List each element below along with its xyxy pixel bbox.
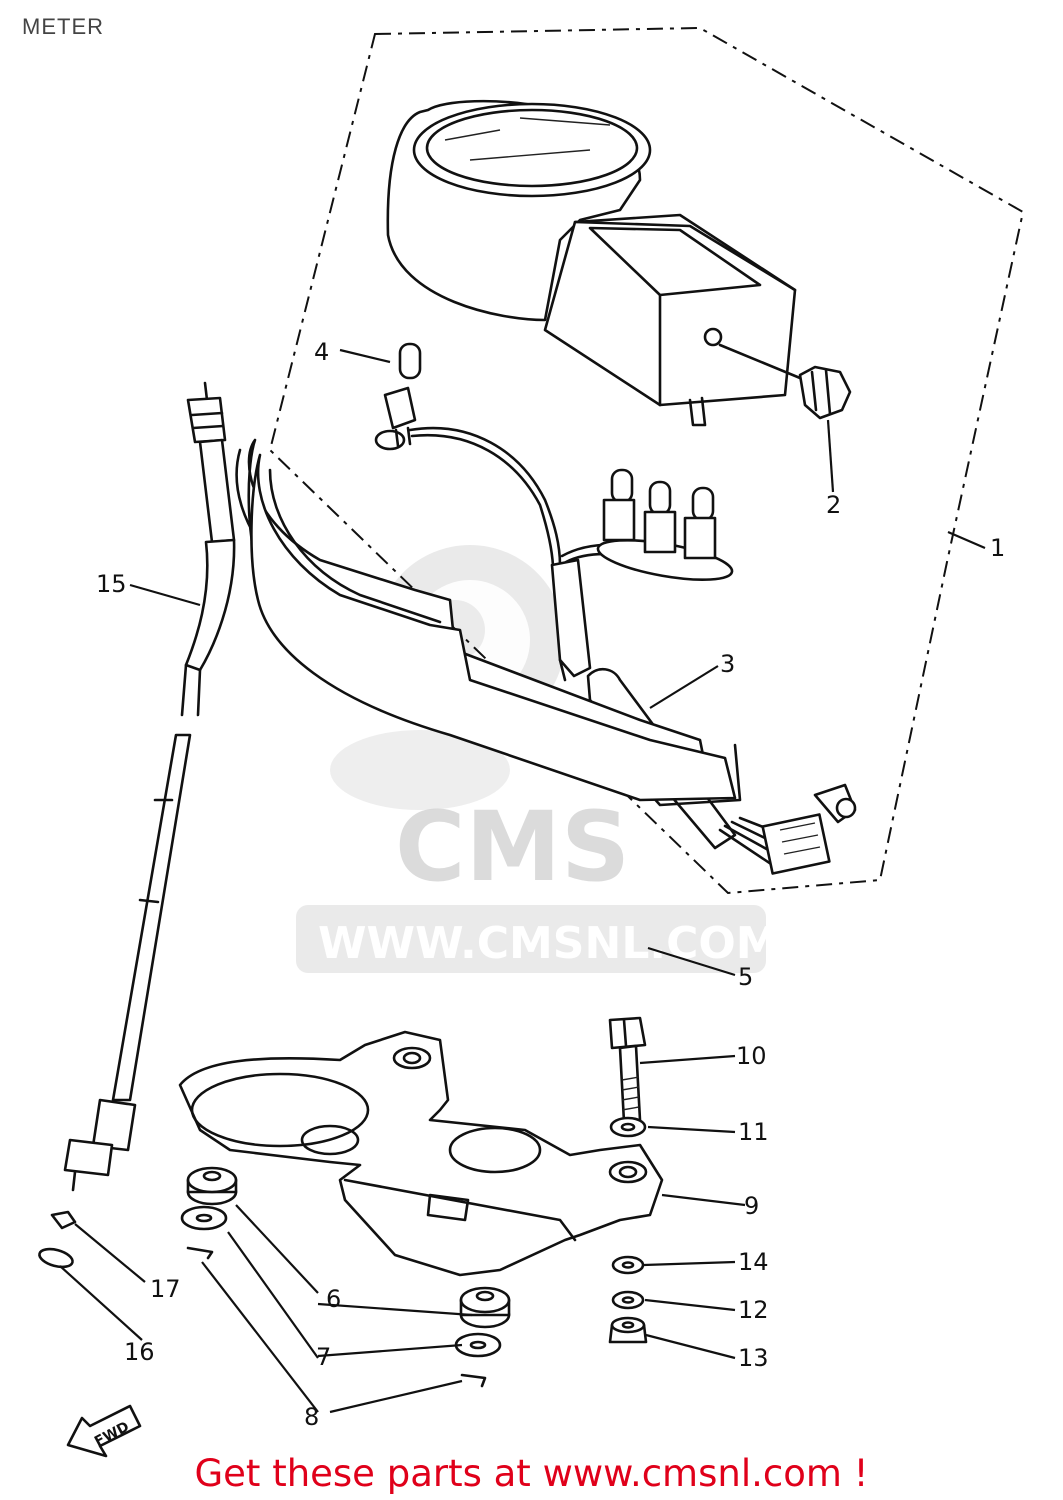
circlip <box>38 1247 74 1269</box>
callout-1: 1 <box>990 534 1005 562</box>
callout-3: 3 <box>720 650 735 678</box>
washer-12 <box>611 1290 645 1310</box>
callout-17: 17 <box>150 1275 181 1303</box>
meter-housing <box>386 99 797 427</box>
forward-arrow: FWD <box>66 1404 142 1458</box>
washer-11 <box>609 1116 647 1138</box>
callout-14: 14 <box>738 1248 769 1276</box>
mounting-bolt <box>608 1016 647 1124</box>
washer-14 <box>611 1255 645 1275</box>
callout-8: 8 <box>304 1403 319 1431</box>
watermark-url: WWW.CMSNL.COM <box>318 918 780 969</box>
washer-7-upper <box>180 1205 228 1231</box>
indicator-bulb <box>374 342 422 451</box>
reset-knob <box>718 343 852 420</box>
callout-9: 9 <box>744 1192 759 1220</box>
pin-8-upper <box>186 1246 214 1260</box>
assembly-boundary <box>268 26 1025 895</box>
pin-8-lower <box>460 1373 487 1388</box>
callout-4: 4 <box>314 338 329 366</box>
footer-link[interactable]: Get these parts at www.cmsnl.com ! <box>194 1452 869 1495</box>
callout-6: 6 <box>326 1285 341 1313</box>
callout-5: 5 <box>738 963 753 991</box>
bulb-cluster <box>596 468 734 581</box>
callout-15: 15 <box>96 570 127 598</box>
leader-lines <box>59 348 986 1414</box>
callout-labels: 1 2 3 4 5 6 7 8 9 10 11 12 13 14 15 16 1… <box>96 338 1005 1431</box>
callout-7: 7 <box>316 1343 331 1371</box>
damper-upper <box>186 1166 238 1206</box>
callout-2: 2 <box>826 491 841 519</box>
callout-16: 16 <box>124 1338 155 1366</box>
damper-lower <box>459 1286 511 1329</box>
callout-10: 10 <box>736 1042 767 1070</box>
page-title: METER <box>22 14 104 39</box>
callout-11: 11 <box>738 1118 769 1146</box>
cable-clip <box>50 1210 77 1230</box>
callout-12: 12 <box>738 1296 769 1324</box>
watermark-brand: CMS <box>395 791 630 903</box>
speedometer-cable <box>63 381 236 1192</box>
nut-13 <box>608 1316 648 1344</box>
callout-13: 13 <box>738 1344 769 1372</box>
meter-gasket <box>235 438 742 807</box>
washer-7-lower <box>454 1332 502 1358</box>
meter-bracket <box>178 1030 664 1277</box>
